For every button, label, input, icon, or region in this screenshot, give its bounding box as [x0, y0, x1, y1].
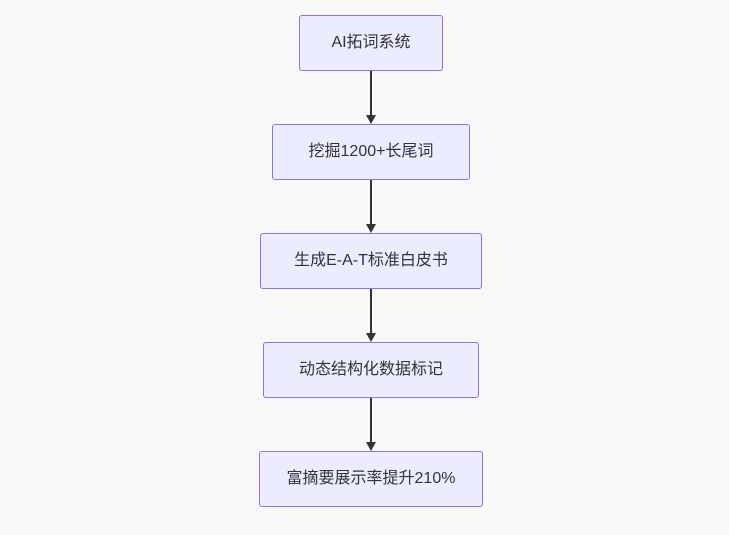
flow-node-5-label: 富摘要展示率提升210%	[286, 470, 456, 487]
flow-arrow-2	[366, 180, 376, 233]
flow-node-4-label: 动态结构化数据标记	[298, 361, 443, 378]
flow-node-5: 富摘要展示率提升210%	[259, 451, 483, 507]
arrow-head-icon	[366, 224, 376, 233]
flow-node-1-label: AI拓词系统	[331, 34, 411, 51]
flow-node-2: 挖掘1200+长尾词	[272, 124, 470, 180]
arrow-head-icon	[366, 115, 376, 124]
flow-arrow-3	[366, 289, 376, 342]
flow-node-3: 生成E-A-T标准白皮书	[260, 233, 482, 289]
arrow-line	[370, 289, 372, 333]
arrow-line	[370, 180, 372, 224]
arrow-line	[370, 71, 372, 115]
flow-arrow-1	[366, 71, 376, 124]
arrow-head-icon	[366, 333, 376, 342]
flow-node-2-label: 挖掘1200+长尾词	[308, 143, 434, 160]
arrow-line	[370, 398, 372, 442]
arrow-head-icon	[366, 442, 376, 451]
flowchart: AI拓词系统 挖掘1200+长尾词 生成E-A-T标准白皮书 动态结构化数据标记	[259, 15, 483, 507]
flow-node-3-label: 生成E-A-T标准白皮书	[294, 252, 448, 269]
flow-node-1: AI拓词系统	[299, 15, 443, 71]
flow-arrow-4	[366, 398, 376, 451]
flow-node-4: 动态结构化数据标记	[263, 342, 479, 398]
